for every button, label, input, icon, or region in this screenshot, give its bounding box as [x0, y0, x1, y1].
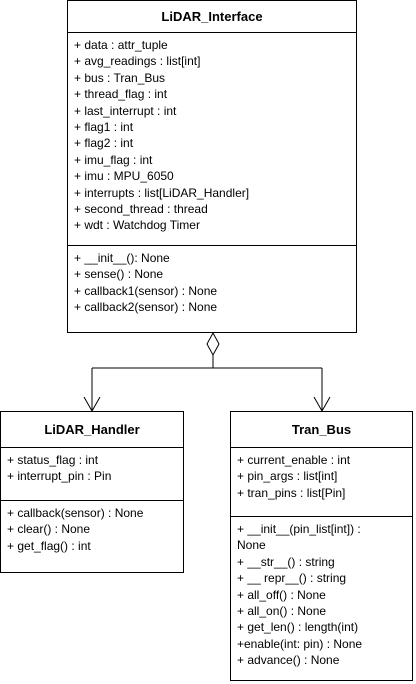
attributes-section: + data : attr_tuple + avg_readings : list… — [68, 33, 356, 245]
method-row: + __init__(): None — [74, 251, 170, 265]
class-title: LiDAR_Handler — [1, 412, 183, 448]
attribute-row: + flag1 : int — [74, 120, 134, 135]
attribute-row: + last_interrupt : int — [74, 103, 177, 118]
method-row: + __ repr__() : string — [237, 571, 347, 586]
attribute-row: + wdt : Watchdog Timer — [74, 218, 200, 233]
attribute-row: + status_flag : int — [7, 453, 99, 467]
aggregation-diamond — [206, 331, 220, 357]
method-row: + sense() : None — [74, 267, 164, 282]
method-row: +enable(int: pin) : None — [237, 636, 363, 651]
class-title: Tran_Bus — [231, 412, 412, 448]
class-title: LiDAR_Interface — [68, 1, 356, 33]
method-row: + advance() : None — [237, 653, 340, 668]
methods-section: + callback(sensor) : None + clear() : Non… — [1, 500, 183, 554]
method-row: + callback(sensor) : None — [7, 506, 144, 520]
method-row: + callback2(sensor) : None — [74, 300, 218, 315]
methods-section: + __init__(pin_list[int]) : None+ __str__… — [231, 516, 412, 669]
method-row: + callback1(sensor) : None — [74, 283, 218, 298]
attribute-row: + avg_readings : list[int] — [74, 54, 201, 69]
attribute-row: + pin_args : list[int] — [237, 469, 338, 484]
methods-section: + __init__(): None+ sense() : None+ call… — [68, 245, 356, 316]
method-row: + all_off() : None — [237, 587, 326, 602]
attribute-row: + imu : MPU_6050 — [74, 169, 174, 184]
attribute-row: + second_thread : thread — [74, 202, 208, 217]
attribute-row: + interrupt_pin : Pin — [7, 469, 112, 484]
class-lidar-interface: LiDAR_Interface + data : attr_tuple + avg… — [67, 0, 357, 333]
attribute-row: + imu_flag : int — [74, 152, 153, 167]
attribute-row: + tran_pins : list[Pin] — [237, 485, 346, 500]
attribute-row: + data : attr_tuple — [74, 38, 168, 52]
attribute-row: + interrupts : list[LiDAR_Handler] — [74, 185, 250, 200]
method-row: + get_len() : length(int) — [237, 620, 359, 635]
method-row: + all_on() : None — [237, 604, 327, 619]
method-row: None — [237, 538, 266, 553]
attribute-row: + bus : Tran_Bus — [74, 70, 166, 85]
attribute-row: + thread_flag : int — [74, 87, 168, 102]
attribute-row: + flag2 : int — [74, 136, 134, 151]
attribute-row: + current_enable : int — [237, 453, 351, 467]
method-row: + __str__() : string — [237, 554, 335, 569]
method-row: + clear() : None — [7, 522, 91, 537]
method-row: + __init__(pin_list[int]) : — [237, 522, 361, 536]
attributes-section: + status_flag : int + interrupt_pin : Pin — [1, 448, 183, 500]
class-lidar-handler: LiDAR_Handler + status_flag : int + inter… — [0, 411, 184, 573]
attributes-section: + current_enable : int + pin_args : list[… — [231, 448, 412, 516]
class-tran-bus: Tran_Bus + current_enable : int + pin_arg… — [230, 411, 413, 681]
method-row: + get_flag() : int — [7, 538, 91, 553]
